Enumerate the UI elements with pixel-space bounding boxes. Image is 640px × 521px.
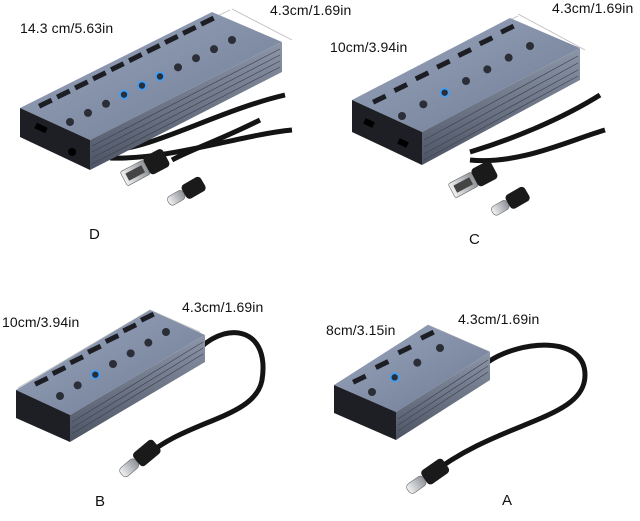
panel-c-length-label: 10cm/3.94in — [330, 39, 408, 55]
usb-port — [122, 322, 138, 334]
power-switch-button — [228, 36, 236, 44]
usb-port — [419, 329, 435, 341]
panel-b-letter: B — [95, 493, 106, 510]
panel-c-width-label: 4.3cm/1.69in — [552, 0, 634, 16]
usb-port — [127, 52, 143, 63]
usb-port — [74, 79, 89, 91]
usb-port — [414, 70, 430, 82]
power-switch-button — [66, 118, 74, 126]
power-switch-button — [174, 63, 182, 72]
panel-a-length-label: 8cm/3.15in — [326, 322, 396, 338]
usb-port — [181, 24, 197, 36]
usb-port — [51, 365, 67, 376]
panel-d-width-label: 4.3cm/1.69in — [270, 2, 352, 18]
usb-port — [56, 88, 71, 100]
usb-port — [372, 93, 387, 105]
power-switch-button — [126, 349, 135, 358]
panel-a-width-label: 4.3cm/1.69in — [458, 311, 540, 327]
usb-port — [478, 35, 494, 47]
power-switch-button — [84, 108, 92, 117]
power-switch-button — [210, 45, 218, 54]
panel-c-letter: C — [469, 231, 480, 248]
usb-port — [352, 373, 367, 385]
power-switch-button — [526, 42, 534, 50]
panel-a-letter: A — [502, 492, 513, 509]
usb-port — [139, 311, 155, 323]
hub-d — [20, 12, 293, 206]
power-switch-button — [102, 99, 110, 108]
panel-d-length-label: 14.3 cm/5.63in — [20, 20, 114, 36]
panel-b-width-label: 4.3cm/1.69in — [182, 299, 264, 315]
usb-port — [37, 97, 53, 109]
usb-port — [199, 15, 215, 27]
power-switch-button — [109, 360, 117, 368]
hub-b — [16, 310, 266, 478]
power-switch-button — [368, 388, 376, 396]
usb-port — [393, 82, 409, 93]
hub-a — [334, 325, 588, 494]
power-switch-button — [192, 54, 200, 63]
usb-port — [87, 343, 102, 355]
usb-port — [69, 354, 85, 366]
power-switch-button — [462, 77, 470, 85]
usb-port — [110, 61, 125, 73]
usb-port — [397, 344, 413, 356]
power-switch-button — [56, 392, 64, 400]
power-switch-button — [436, 344, 444, 352]
power-switch-button — [413, 358, 422, 367]
power-switch-button — [483, 65, 492, 74]
usb-port — [436, 58, 451, 70]
panel-b-length-label: 10cm/3.94in — [2, 314, 80, 330]
power-switch-button — [144, 338, 153, 347]
power-switch-button — [155, 71, 165, 82]
power-switch-button — [389, 372, 400, 383]
power-switch-button — [439, 87, 450, 98]
power-switch-button — [419, 100, 428, 109]
usb-port — [374, 359, 390, 370]
usb-port — [164, 34, 179, 45]
usb-port — [104, 333, 120, 344]
usb-port — [33, 375, 49, 387]
power-switch-button — [504, 53, 513, 62]
hub-c — [352, 18, 606, 216]
power-switch-button — [398, 112, 406, 120]
power-switch-button — [90, 369, 101, 380]
usb-port — [500, 23, 515, 35]
power-switch-button — [73, 381, 82, 390]
power-switch-button — [119, 89, 129, 100]
power-switch-button — [137, 80, 147, 91]
power-switch-button — [162, 328, 170, 336]
usb-port — [457, 47, 473, 58]
usb-port — [146, 43, 161, 54]
usb-port — [92, 70, 107, 82]
panel-d-letter: D — [89, 226, 100, 243]
